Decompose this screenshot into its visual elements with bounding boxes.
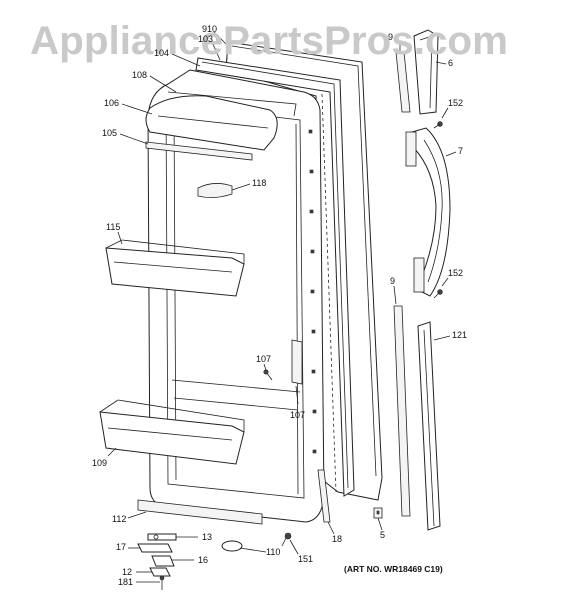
art-number: (ART NO. WR18469 C19) xyxy=(344,564,443,574)
callout-107-stop: 107 xyxy=(290,410,305,420)
callout-5: 5 xyxy=(380,530,385,540)
callout-109: 109 xyxy=(92,458,107,468)
callout-106: 106 xyxy=(104,98,119,108)
upper-door-bin xyxy=(105,239,245,297)
callout-118: 118 xyxy=(252,178,266,188)
watermark-text: AppliancePartsPros.com xyxy=(30,19,508,63)
hinge-16 xyxy=(151,555,175,567)
callout-18: 18 xyxy=(332,534,342,544)
dairy-bar xyxy=(145,141,253,161)
door-handle-7 xyxy=(405,127,451,297)
callout-labels: 910 103 104 108 106 105 118 115 107 107 … xyxy=(92,24,467,587)
callout-151: 151 xyxy=(298,554,313,564)
bottom-trim xyxy=(137,499,263,525)
bushing-13 xyxy=(147,533,177,541)
callout-910: 910 xyxy=(202,24,217,34)
door-stop-107 xyxy=(291,339,303,385)
hinge-parts xyxy=(137,533,177,590)
callout-121: 121 xyxy=(452,330,467,340)
trim-9-lower xyxy=(393,305,411,517)
callout-7: 7 xyxy=(458,146,463,156)
dairy-compartment-door xyxy=(145,91,297,151)
callout-152-lower: 152 xyxy=(448,268,463,278)
screw-152-lower xyxy=(433,289,443,299)
bracket-17 xyxy=(137,543,173,553)
callout-108: 108 xyxy=(132,70,147,80)
callout-9-lower: 9 xyxy=(390,276,395,286)
door-gasket xyxy=(195,57,355,497)
callout-103: 103 xyxy=(198,34,213,44)
callout-9-upper: 9 xyxy=(388,32,393,42)
leader-lines xyxy=(107,31,457,583)
screw-151 xyxy=(281,532,292,547)
handle-cap-6 xyxy=(413,29,439,115)
lower-door-bin xyxy=(99,399,245,465)
liner-rivet-column xyxy=(308,129,317,454)
hinge-pin-12 xyxy=(149,567,171,577)
callout-112: 112 xyxy=(112,514,126,524)
callout-152-upper: 152 xyxy=(448,98,463,108)
strip-18 xyxy=(317,469,331,523)
trim-9-upper xyxy=(395,51,411,113)
screw-152-upper xyxy=(433,121,443,129)
cap-110 xyxy=(221,540,243,552)
callout-6: 6 xyxy=(448,58,453,68)
egg-tray xyxy=(197,183,233,198)
callout-104: 104 xyxy=(154,48,169,58)
handle-trim-121 xyxy=(417,321,441,531)
callout-12: 12 xyxy=(122,567,132,577)
callout-110: 110 xyxy=(266,547,280,557)
callout-107-screw: 107 xyxy=(256,354,271,364)
callout-13: 13 xyxy=(202,532,212,542)
callout-181: 181 xyxy=(118,577,133,587)
callout-16: 16 xyxy=(198,555,208,565)
callout-105: 105 xyxy=(102,128,117,138)
callout-17: 17 xyxy=(116,542,126,552)
callout-115: 115 xyxy=(106,222,120,232)
